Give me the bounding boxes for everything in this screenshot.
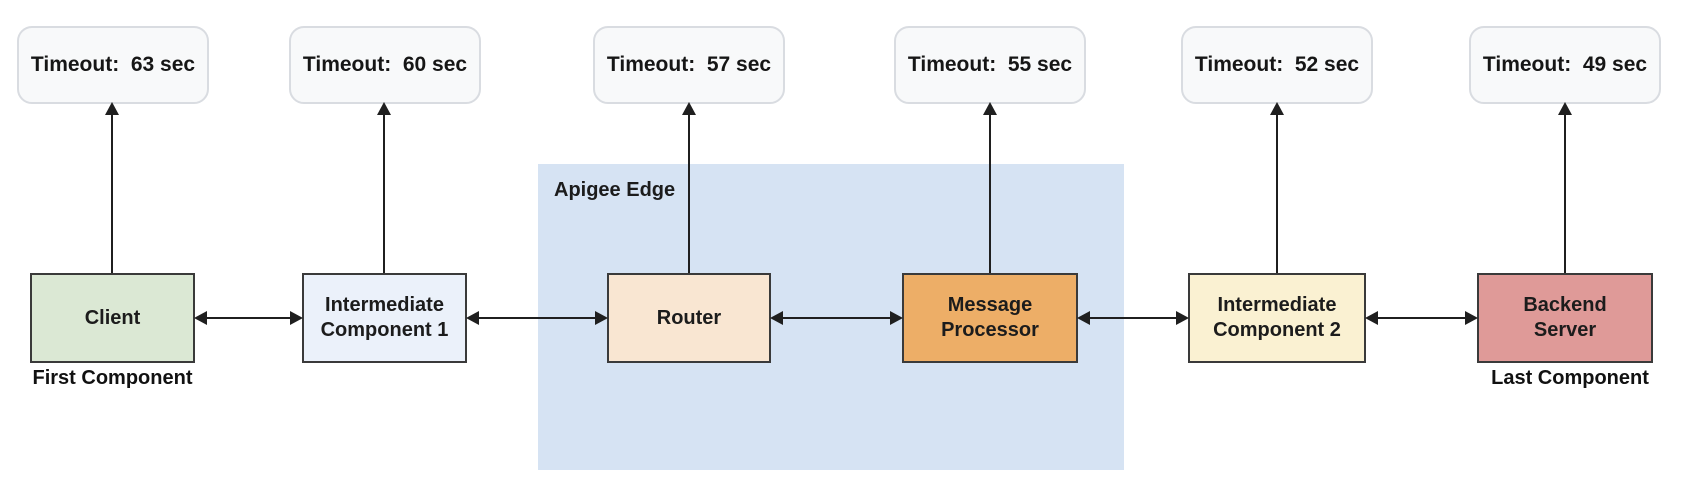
node-label-router: Router — [656, 306, 722, 329]
node-label-client: Client — [84, 306, 141, 329]
arrow-intermediate-component-1-router — [466, 311, 608, 325]
arrow-up-intermediate-component-2-timeout — [1270, 102, 1284, 273]
arrow-router-message-processor — [770, 311, 903, 325]
node-backend-server: Backend Server — [1477, 273, 1653, 363]
arrow-client-intermediate-component-1 — [194, 311, 303, 325]
timeout-text-client: Timeout: 63 sec — [30, 53, 196, 76]
node-intermediate-component-2: Intermediate Component 2 — [1188, 273, 1366, 363]
timeout-box-backend-server: Timeout: 49 sec — [1469, 26, 1661, 104]
node-label-message-processor: Message Processor — [941, 294, 1039, 341]
arrow-up-message-processor-timeout — [983, 102, 997, 273]
arrow-up-backend-server-timeout — [1558, 102, 1572, 273]
apigee-edge-label: Apigee Edge — [554, 179, 676, 201]
timeout-box-intermediate-component-2: Timeout: 52 sec — [1181, 26, 1373, 104]
timeout-box-message-processor: Timeout: 55 sec — [894, 26, 1086, 104]
timeout-text-backend-server: Timeout: 49 sec — [1482, 53, 1648, 76]
timeout-box-intermediate-component-1: Timeout: 60 sec — [289, 26, 481, 104]
node-client: Client — [30, 273, 195, 363]
node-label-intermediate-component-1: Intermediate Component 1 — [320, 294, 449, 341]
node-message-processor: Message Processor — [902, 273, 1078, 363]
node-router: Router — [607, 273, 771, 363]
arrow-up-client-timeout — [105, 102, 119, 273]
arrow-up-intermediate-component-1-timeout — [377, 102, 391, 273]
node-label-backend-server: Backend Server — [1523, 294, 1607, 341]
node-intermediate-component-1: Intermediate Component 1 — [302, 273, 467, 363]
timeout-text-intermediate-component-1: Timeout: 60 sec — [302, 53, 468, 76]
timeout-text-intermediate-component-2: Timeout: 52 sec — [1194, 53, 1360, 76]
timeout-text-message-processor: Timeout: 55 sec — [907, 53, 1073, 76]
last-component-label: Last Component — [1491, 367, 1649, 389]
timeout-box-client: Timeout: 63 sec — [17, 26, 209, 104]
timeout-text-router: Timeout: 57 sec — [606, 53, 772, 76]
arrow-intermediate-component-2-backend-server — [1365, 311, 1478, 325]
arrow-up-router-timeout — [682, 102, 696, 273]
node-label-intermediate-component-2: Intermediate Component 2 — [1213, 294, 1341, 341]
first-component-label: First Component — [32, 367, 193, 389]
arrow-message-processor-intermediate-component-2 — [1077, 311, 1189, 325]
timeout-box-router: Timeout: 57 sec — [593, 26, 785, 104]
